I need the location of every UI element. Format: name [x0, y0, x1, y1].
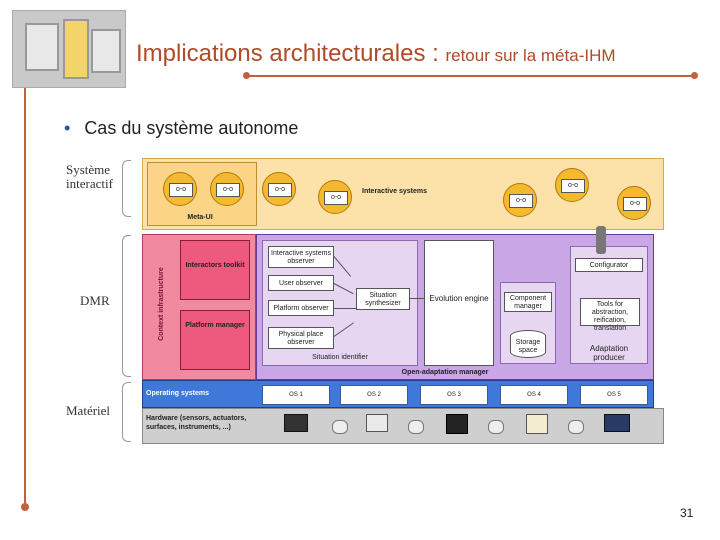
underline-dot-left [243, 72, 250, 79]
display-icon [446, 414, 468, 434]
title-sub: retour sur la méta-IHM [445, 46, 616, 65]
observer-box: User observer [268, 275, 334, 291]
brace-materiel [122, 382, 131, 442]
brace-dmr [122, 235, 131, 377]
hardware-label: Hardware (sensors, actuators, surfaces, … [146, 415, 247, 431]
label-systeme-interactif: Système interactif [66, 162, 113, 191]
observer-box: Physical place observer [268, 327, 334, 349]
platform-manager-box [180, 310, 250, 370]
os-box: OS 1 [262, 385, 330, 405]
os-box: OS 3 [420, 385, 488, 405]
slide-title: Implications architecturales : retour su… [136, 40, 696, 68]
interactors-toolkit-label: Interactors toolkit [185, 262, 245, 269]
operating-systems-label: Operating systems [146, 390, 210, 397]
bullet-text: Cas du système autonome [84, 118, 299, 138]
arrow [334, 308, 356, 309]
interactor-face: o-o [210, 172, 244, 206]
tools-box: Tools for abstraction, reification, tran… [580, 298, 640, 332]
label-materiel: Matériel [66, 403, 111, 418]
bullet-icon: • [64, 118, 71, 138]
connector-icon [408, 420, 424, 434]
left-rule [24, 88, 26, 508]
context-infrastructure-label: Context infrastructure [158, 267, 165, 341]
open-adaptation-manager-label: Open-adaptation manager [401, 369, 489, 376]
laptop-icon [284, 414, 308, 432]
interactor-face: o-o [503, 183, 537, 217]
underline-dot-right [691, 72, 698, 79]
connector-icon [568, 420, 584, 434]
platform-manager-label: Platform manager [185, 322, 245, 329]
title-main: Implications architecturales : [136, 40, 446, 67]
connector-icon [332, 420, 348, 434]
bullet-item: • Cas du système autonome [64, 118, 298, 139]
interactor-face: o-o [318, 180, 352, 214]
logo [12, 10, 126, 88]
logo-shape-left [25, 23, 59, 71]
title-underline [246, 75, 696, 77]
os-box: OS 4 [500, 385, 568, 405]
left-rule-dot [21, 503, 29, 511]
os-box: OS 5 [580, 385, 648, 405]
brace-systeme [122, 160, 131, 217]
observer-box: Platform observer [268, 300, 334, 316]
laptop-icon [604, 414, 630, 432]
adaptation-producer-label: Adaptation producer [589, 344, 629, 362]
storage-space-cylinder: Storage space [510, 330, 546, 358]
interactor-face: o-o [555, 168, 589, 202]
evolution-engine-label: Evolution engine [429, 294, 489, 303]
evolution-engine-box [424, 240, 494, 366]
configurator-box: Configurator [575, 258, 643, 272]
os-box: OS 2 [340, 385, 408, 405]
interactor-face: o-o [262, 172, 296, 206]
label-dmr: DMR [80, 293, 110, 308]
connector-icon [488, 420, 504, 434]
component-manager-box: Component manager [504, 292, 552, 312]
interactor-face: o-o [617, 186, 651, 220]
situation-identifier-label: Situation identifier [312, 354, 368, 361]
interactor-face: o-o [163, 172, 197, 206]
interactive-systems-label: Interactive systems [362, 188, 427, 195]
page-number: 31 [680, 506, 694, 520]
arrow [410, 298, 424, 299]
interactors-toolkit-box [180, 240, 250, 300]
logo-shape-mid [63, 19, 89, 79]
screen-icon [526, 414, 548, 434]
observer-box: Interactive systems observer [268, 246, 334, 268]
wrench-icon [596, 226, 606, 254]
monitor-icon [366, 414, 388, 432]
meta-ui-label: Meta-UI [187, 214, 213, 221]
logo-shape-right [91, 29, 121, 73]
situation-synthesizer-box: Situation synthesizer [356, 288, 410, 310]
